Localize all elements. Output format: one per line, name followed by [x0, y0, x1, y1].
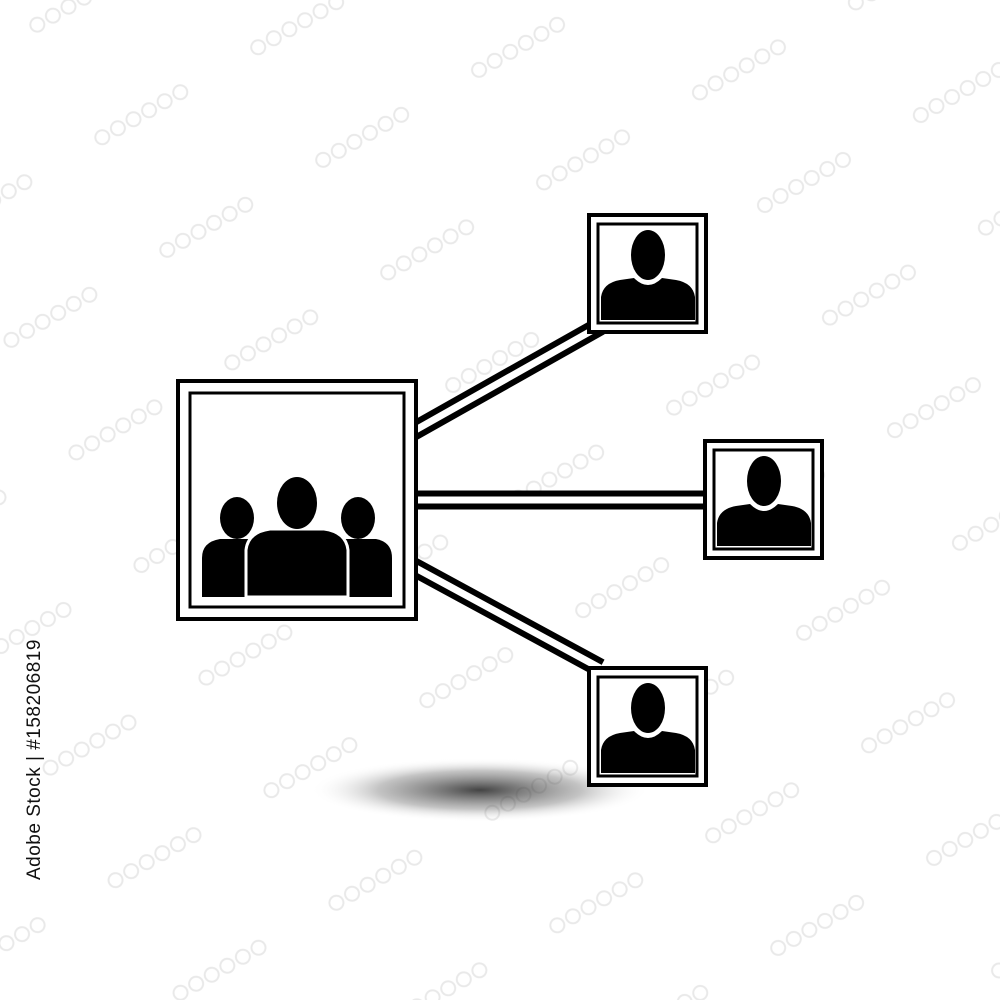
team-group-icon: [176, 379, 418, 621]
person-icon: [587, 213, 708, 334]
stock-id-label: Adobe Stock | #158206819: [24, 639, 45, 880]
drop-shadow: [310, 758, 650, 822]
person-icon: [703, 439, 824, 560]
person-icon: [587, 666, 708, 787]
